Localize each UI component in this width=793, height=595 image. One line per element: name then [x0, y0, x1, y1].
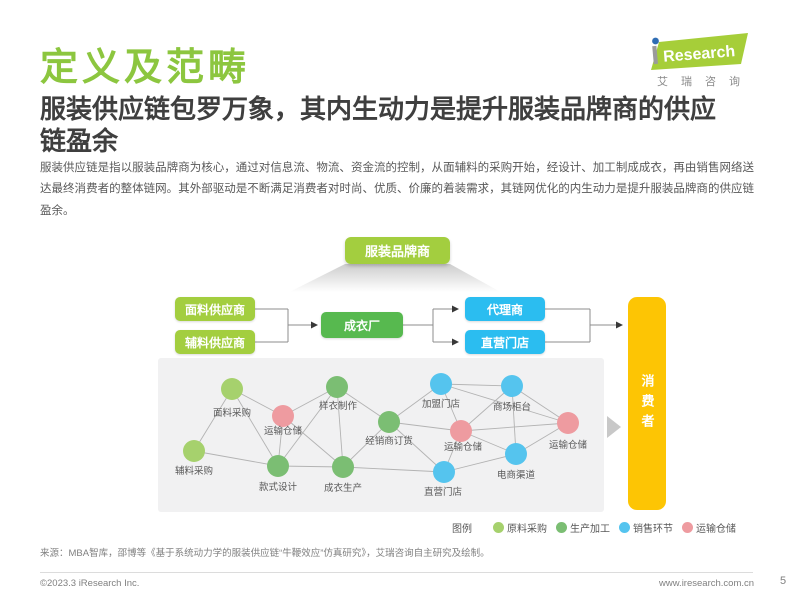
network-node [450, 420, 472, 442]
network-node [183, 440, 205, 462]
network-node [378, 411, 400, 433]
network-edge [440, 383, 513, 387]
network-node [433, 461, 455, 483]
network-edge [511, 385, 517, 455]
legend-label: 原料采购 [507, 524, 547, 535]
network-edge [388, 383, 442, 423]
logo-chinese-name: 艾瑞咨询 [657, 76, 753, 88]
logo-flag-shape [651, 33, 748, 70]
network-edge [193, 450, 279, 467]
network-edge [282, 386, 338, 417]
network-edge [336, 386, 344, 468]
network-edge [342, 466, 445, 473]
network-edge [193, 388, 233, 452]
network-edge [443, 453, 517, 473]
network-node-label: 运输仓储 [264, 425, 303, 437]
network-panel: 面料采购运输仓储 样衣制作辅料采购款式设计 成衣生产 经销商订货 加盟门店 商场柜台运输仓… [158, 358, 604, 512]
network-node-label: 经销商订货 [365, 435, 413, 447]
legend-item: 原料采购 [493, 520, 547, 535]
network-node-label: 运输仓储 [444, 441, 483, 453]
network-node-label: 成衣生产 [324, 482, 362, 494]
legend-dot-icon [619, 522, 630, 533]
network-edge [460, 430, 517, 455]
page-title: 定义及范畴 [40, 47, 251, 89]
flow-box-agent: 代理商 [465, 297, 545, 321]
footer-divider [40, 572, 753, 573]
section-heading: 服装供应链包罗万象，其内生动力是提升服装品牌商的供应链盈余 [40, 94, 717, 157]
network-edge [277, 415, 284, 467]
legend-items: 原料采购 生产加工 销售环节 运输仓储 [484, 520, 736, 535]
legend-item: 生产加工 [556, 520, 610, 535]
flow-box-consumer: 消费者 [628, 297, 666, 510]
network-node [501, 375, 523, 397]
copyright-text: ©2023.3 iResearch Inc. [40, 578, 140, 589]
page-number: 5 [780, 575, 787, 587]
legend-title: 图例 [452, 524, 472, 535]
legend-label: 运输仓储 [696, 524, 736, 535]
network-edge [277, 465, 344, 468]
legend: 图例 原料采购 生产加工 销售环节 运输仓储 [452, 520, 736, 535]
legend-label: 生产加工 [570, 524, 610, 535]
body-paragraph: 服装供应链是指以服装品牌商为核心，通过对信息流、物流、资金流的控制，从面辅料的采… [40, 162, 754, 217]
flow-box-fabric-supplier: 面料供应商 [175, 297, 255, 321]
network-node [557, 412, 579, 434]
network-node-label: 面料采购 [213, 407, 251, 419]
network-edge [336, 386, 390, 423]
brand-spotlight-shape [289, 264, 501, 292]
network-node-label: 加盟门店 [422, 398, 460, 410]
network-node [326, 376, 348, 398]
network-node-label: 款式设计 [259, 481, 298, 493]
source-note: 来源：MBA智库，邵博等《基于系统动力学的服装供应链“牛鞭效应”仿真研究》，艾瑞… [40, 548, 490, 559]
network-edge [460, 422, 569, 432]
network-edge [460, 385, 513, 432]
network-edge [440, 383, 569, 424]
network-edge [388, 421, 445, 473]
legend-item: 运输仓储 [682, 520, 736, 535]
network-node-label: 商场柜台 [493, 401, 531, 413]
network-edge [388, 421, 462, 432]
network-node [430, 373, 452, 395]
network-node-label: 样衣制作 [319, 400, 358, 412]
legend-dot-icon [556, 522, 567, 533]
flow-box-garment-factory: 成衣厂 [321, 312, 403, 338]
logo-i-stem [652, 45, 658, 65]
network-edge [282, 415, 344, 468]
network-edge [231, 388, 279, 467]
legend-dot-icon [493, 522, 504, 533]
network-edge [511, 385, 569, 424]
network-edge [231, 388, 284, 417]
network-node-label: 直营门店 [424, 486, 462, 498]
network-edge [277, 386, 338, 467]
logo-brand-text: Research [663, 43, 736, 66]
website-link[interactable]: www.iresearch.com.cn [659, 578, 755, 589]
network-node [267, 455, 289, 477]
network-node-label: 运输仓储 [549, 439, 588, 451]
logo-i-dot [652, 37, 659, 45]
legend-item: 销售环节 [619, 520, 673, 535]
network-edge [440, 383, 462, 432]
network-edge [515, 422, 569, 455]
network-node [272, 405, 294, 427]
network-node-label: 辅料采购 [175, 465, 213, 477]
network-edge [342, 421, 390, 468]
flow-box-brand-owner: 服装品牌商 [345, 237, 450, 264]
network-node [505, 443, 527, 465]
iresearch-logo: Research [651, 33, 748, 70]
legend-label: 销售环节 [633, 524, 673, 535]
flow-box-direct-store: 直营门店 [465, 330, 545, 354]
panel-to-consumer-arrow-icon [607, 416, 621, 438]
network-node-label: 电商渠道 [497, 469, 536, 481]
legend-dot-icon [682, 522, 693, 533]
network-node [221, 378, 243, 400]
network-node [332, 456, 354, 478]
flow-box-accessory-supplier: 辅料供应商 [175, 330, 255, 354]
network-edge [443, 430, 462, 473]
